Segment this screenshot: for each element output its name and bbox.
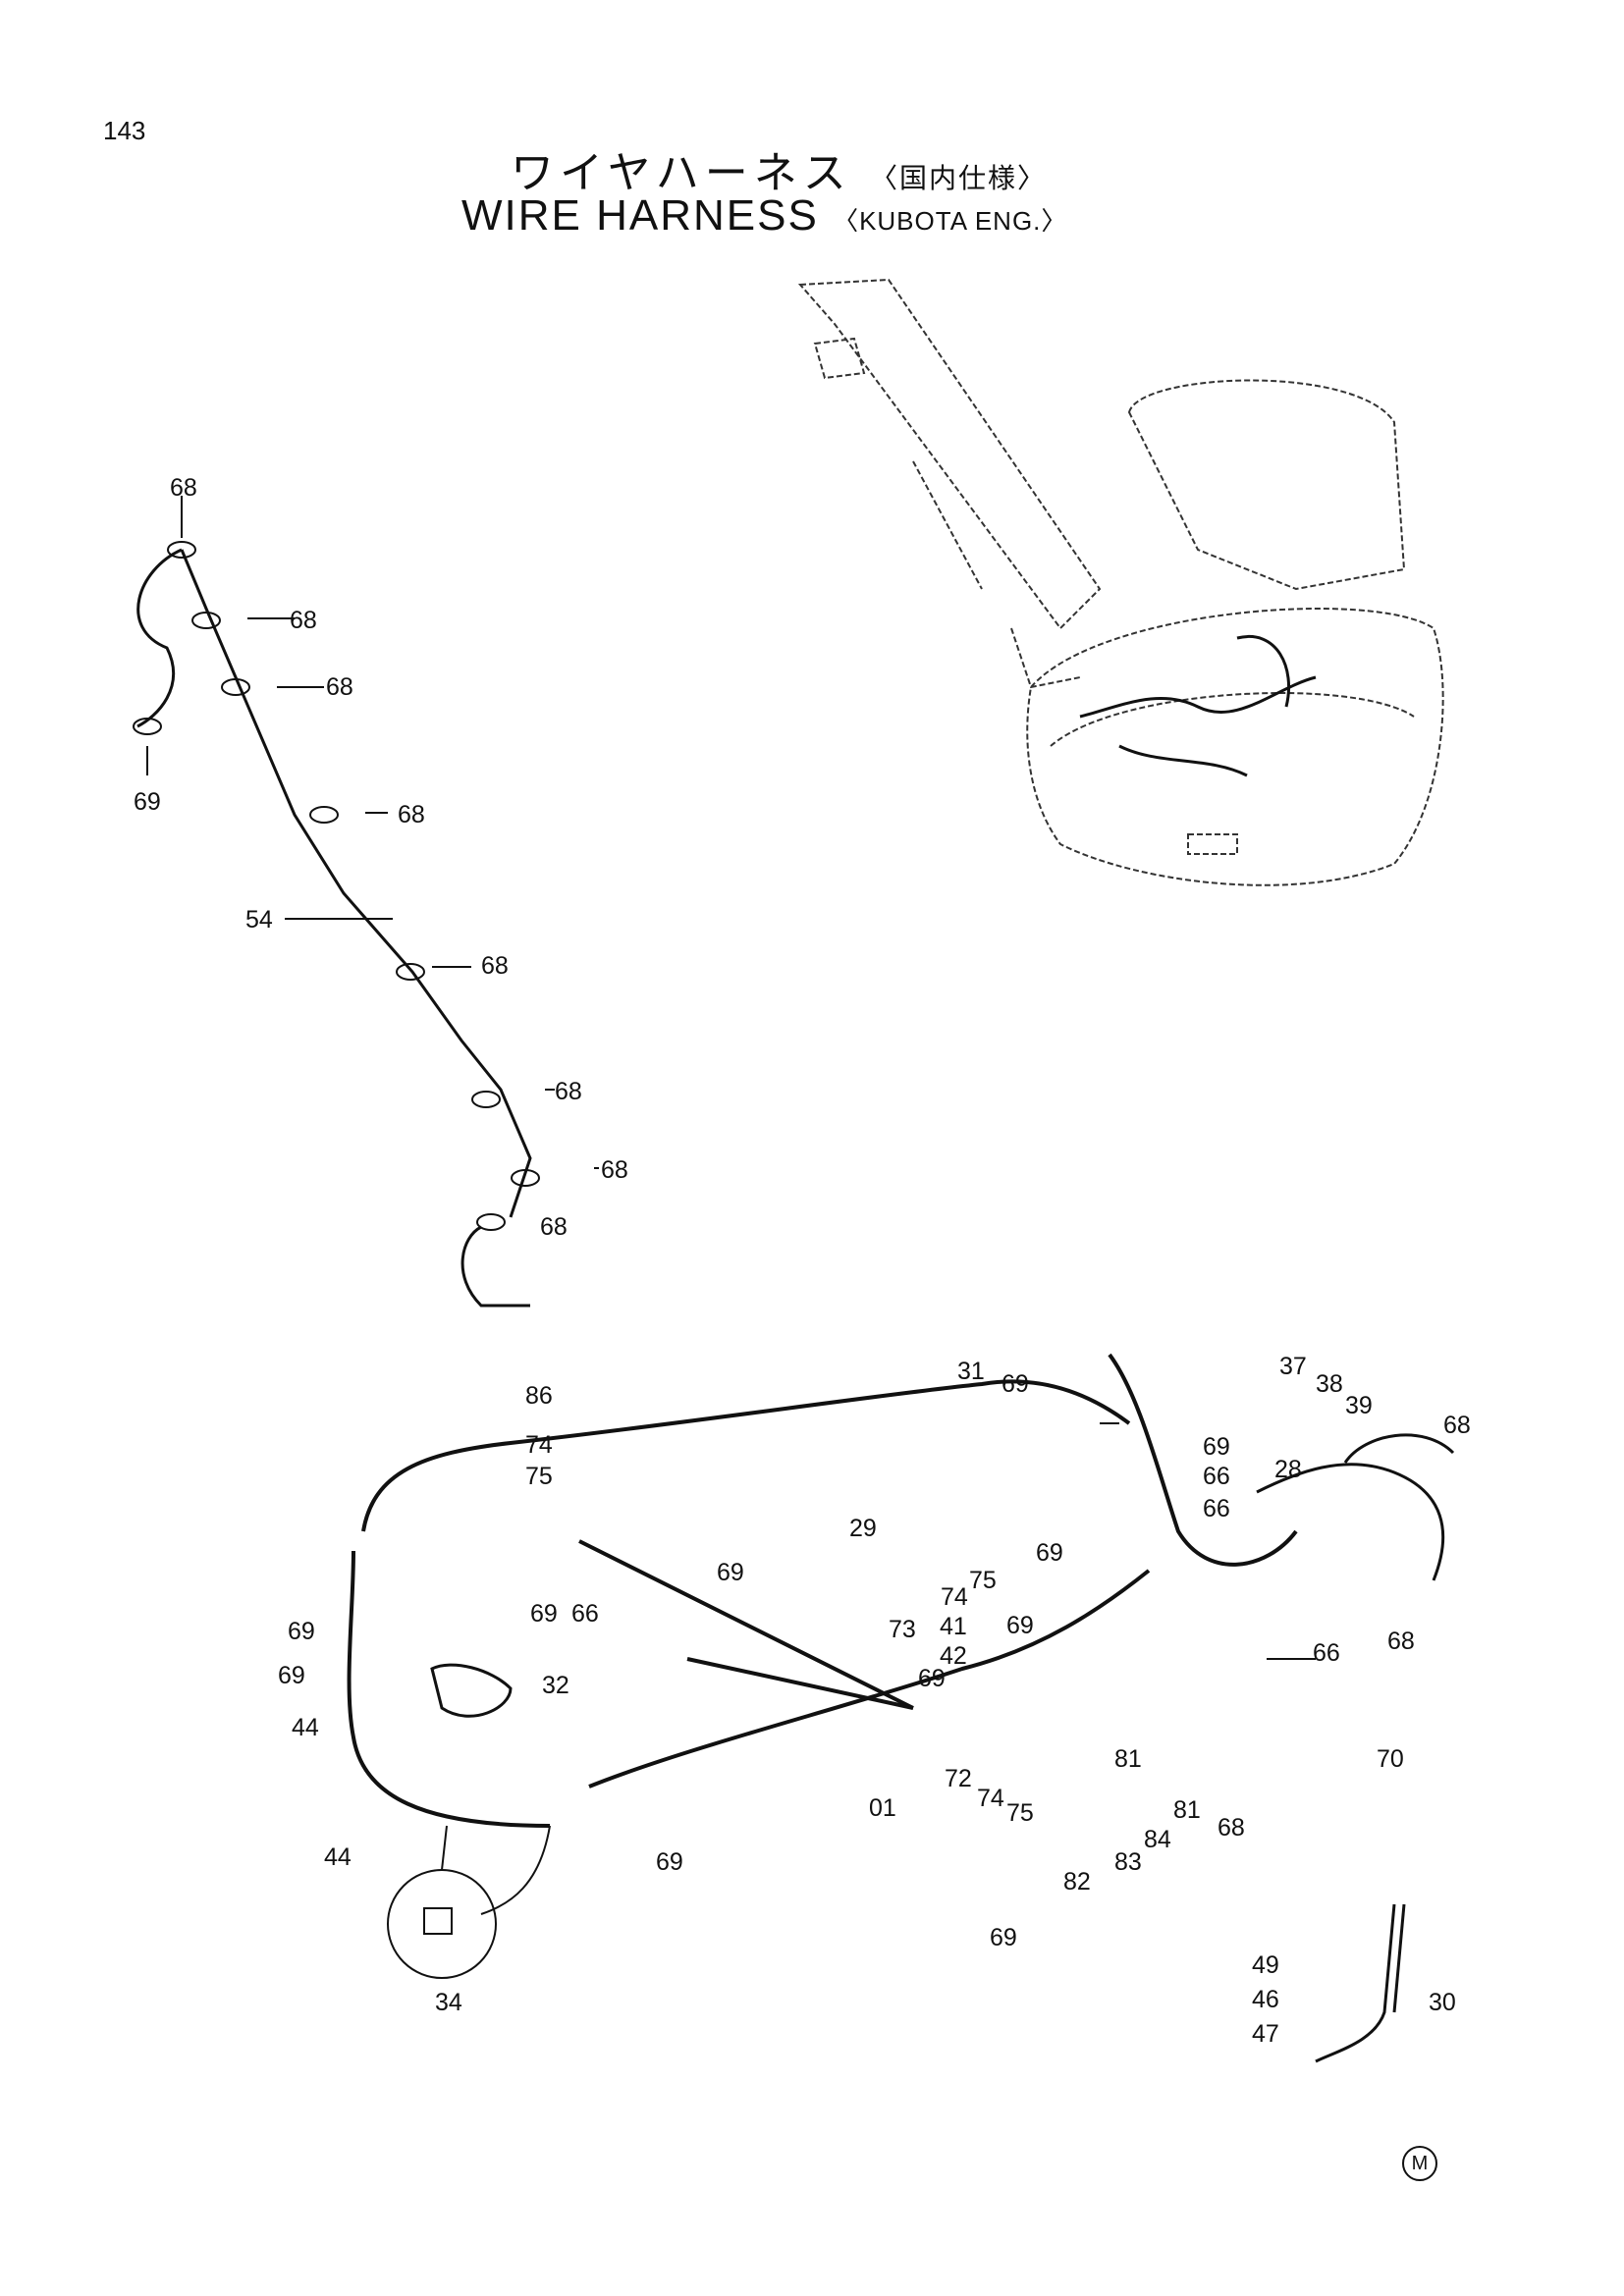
harness-32 bbox=[430, 1663, 513, 1718]
callout-66-d: 66 bbox=[1313, 1639, 1340, 1667]
callout-66-r1: 66 bbox=[1203, 1463, 1230, 1490]
callout-69-top: 69 bbox=[1001, 1370, 1029, 1398]
callout-28: 28 bbox=[1274, 1456, 1302, 1483]
page-number: 143 bbox=[103, 116, 146, 145]
clip-68-markers bbox=[133, 541, 540, 1231]
callout-69-r1: 69 bbox=[1203, 1433, 1230, 1461]
callout-81-a: 81 bbox=[1114, 1745, 1142, 1773]
callout-68-mid: 68 bbox=[1387, 1628, 1415, 1655]
callout-72: 72 bbox=[945, 1765, 972, 1792]
callout-82: 82 bbox=[1063, 1868, 1091, 1896]
title-en-spec: 〈KUBOTA ENG.〉 bbox=[833, 206, 1068, 236]
callout-74-c: 74 bbox=[977, 1785, 1004, 1812]
callout-68-right: 68 bbox=[1443, 1412, 1471, 1439]
callout-74-a: 74 bbox=[525, 1431, 553, 1459]
callout-68-c: 68 bbox=[398, 801, 425, 828]
callout-66-c: 66 bbox=[571, 1600, 599, 1628]
callout-75-a: 75 bbox=[525, 1463, 553, 1490]
callout-68-b: 68 bbox=[326, 673, 353, 701]
callout-69-i: 69 bbox=[990, 1924, 1017, 1951]
callout-69-f: 69 bbox=[288, 1618, 315, 1645]
title-japanese: ワイヤハーネス 〈国内仕様〉 bbox=[511, 137, 1047, 200]
maker-mark: M bbox=[1402, 2146, 1437, 2181]
callout-74-b: 74 bbox=[941, 1583, 968, 1611]
callout-73: 73 bbox=[889, 1616, 916, 1643]
callout-69-h: 69 bbox=[656, 1848, 683, 1876]
harness-28 bbox=[1256, 1433, 1455, 1581]
title-jp-spec: 〈国内仕様〉 bbox=[870, 163, 1048, 193]
callout-68-d: 68 bbox=[481, 952, 509, 980]
callout-32: 32 bbox=[542, 1672, 569, 1699]
engine-wiring-sketch bbox=[1079, 635, 1317, 777]
callout-66-r2: 66 bbox=[1203, 1495, 1230, 1522]
callout-68-a: 68 bbox=[290, 607, 317, 634]
main-harness bbox=[347, 1353, 1298, 1828]
callout-69-left: 69 bbox=[134, 788, 161, 816]
excavator-illustration bbox=[797, 278, 1444, 886]
callout-38: 38 bbox=[1316, 1370, 1343, 1398]
callout-68-e: 68 bbox=[555, 1078, 582, 1105]
callout-29: 29 bbox=[849, 1515, 877, 1542]
callout-30: 30 bbox=[1429, 1989, 1456, 2016]
callout-01: 01 bbox=[869, 1794, 896, 1822]
callout-31: 31 bbox=[957, 1358, 985, 1385]
harness-54 bbox=[136, 548, 532, 1308]
callout-69-d: 69 bbox=[1006, 1612, 1034, 1639]
callout-69-c: 69 bbox=[530, 1600, 558, 1628]
callout-83: 83 bbox=[1114, 1848, 1142, 1876]
callout-41: 41 bbox=[940, 1613, 967, 1640]
callout-69-e: 69 bbox=[918, 1665, 946, 1692]
callout-69-g: 69 bbox=[278, 1662, 305, 1689]
callout-75-c: 75 bbox=[1006, 1799, 1034, 1827]
title-jp-text: ワイヤハーネス bbox=[511, 149, 852, 197]
callout-68-f: 68 bbox=[601, 1156, 628, 1184]
callout-44-a: 44 bbox=[292, 1714, 319, 1741]
callout-86: 86 bbox=[525, 1382, 553, 1410]
bracket-30 bbox=[1315, 1903, 1406, 2063]
callout-54: 54 bbox=[245, 906, 273, 934]
title-english: WIRE HARNESS 〈KUBOTA ENG.〉 bbox=[461, 191, 1067, 240]
callout-68-g: 68 bbox=[540, 1213, 568, 1241]
callout-39: 39 bbox=[1345, 1392, 1373, 1419]
callout-68-top: 68 bbox=[170, 474, 197, 502]
callout-34: 34 bbox=[435, 1989, 462, 2016]
callout-68-h: 68 bbox=[1218, 1814, 1245, 1842]
callout-37: 37 bbox=[1279, 1353, 1307, 1380]
callout-42: 42 bbox=[940, 1642, 967, 1670]
connector-34-detail bbox=[387, 1825, 551, 1979]
callout-44-b: 44 bbox=[324, 1843, 352, 1871]
callout-69-b: 69 bbox=[717, 1559, 744, 1586]
callout-69-mid: 69 bbox=[1036, 1539, 1063, 1567]
callout-46: 46 bbox=[1252, 1986, 1279, 2013]
callout-84: 84 bbox=[1144, 1826, 1171, 1853]
callout-47: 47 bbox=[1252, 2020, 1279, 2048]
callout-81-b: 81 bbox=[1173, 1796, 1201, 1824]
leader-lines bbox=[146, 496, 1316, 1660]
callout-70: 70 bbox=[1377, 1745, 1404, 1773]
title-en-text: WIRE HARNESS bbox=[461, 191, 819, 240]
callout-49: 49 bbox=[1252, 1951, 1279, 1979]
callout-75-b: 75 bbox=[969, 1567, 997, 1594]
